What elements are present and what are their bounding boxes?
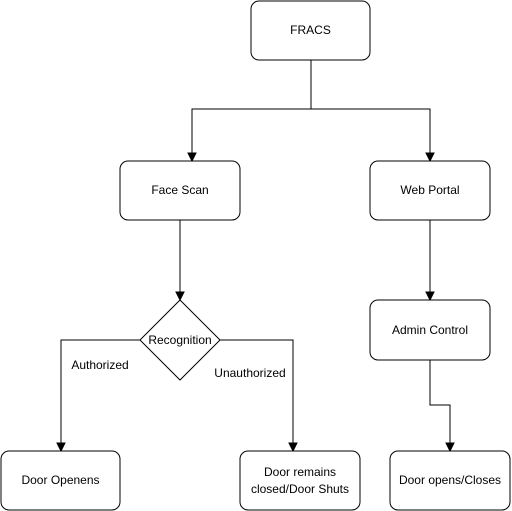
svg-text:Web Portal: Web Portal [400, 183, 459, 197]
edge-webportal-admin [425, 220, 435, 302]
node-fracs: FRACS [250, 0, 371, 61]
edge-label-unauthorized: Unauthorized [214, 366, 285, 380]
svg-text:Recognition: Recognition [148, 333, 211, 347]
node-recognition: Recognition [139, 299, 221, 381]
svg-text:FRACS: FRACS [290, 23, 331, 37]
svg-text:Admin Control: Admin Control [392, 323, 468, 337]
edge-admin-door [429, 360, 455, 453]
svg-text:closed/Door Shuts: closed/Door Shuts [251, 482, 349, 496]
svg-text:Door Openens: Door Openens [21, 473, 99, 487]
node-door-remains-closed: Door remains closed/Door Shuts [239, 450, 361, 511]
edge-fracs-split [187, 60, 435, 163]
edge-label-authorized: Authorized [71, 358, 128, 372]
edge-authorized [56, 339, 140, 453]
svg-text:Door remains: Door remains [264, 465, 336, 479]
edge-facescan-recognition [175, 220, 185, 302]
node-face-scan: Face Scan [119, 160, 241, 221]
svg-text:Door opens/Closes: Door opens/Closes [399, 473, 501, 487]
node-door-openens: Door Openens [0, 450, 121, 511]
node-admin-control: Admin Control [369, 299, 491, 361]
svg-text:Face Scan: Face Scan [151, 183, 208, 197]
edge-unauthorized [220, 339, 298, 453]
node-door-opens-closes: Door opens/Closes [389, 450, 511, 511]
node-web-portal: Web Portal [369, 160, 491, 221]
